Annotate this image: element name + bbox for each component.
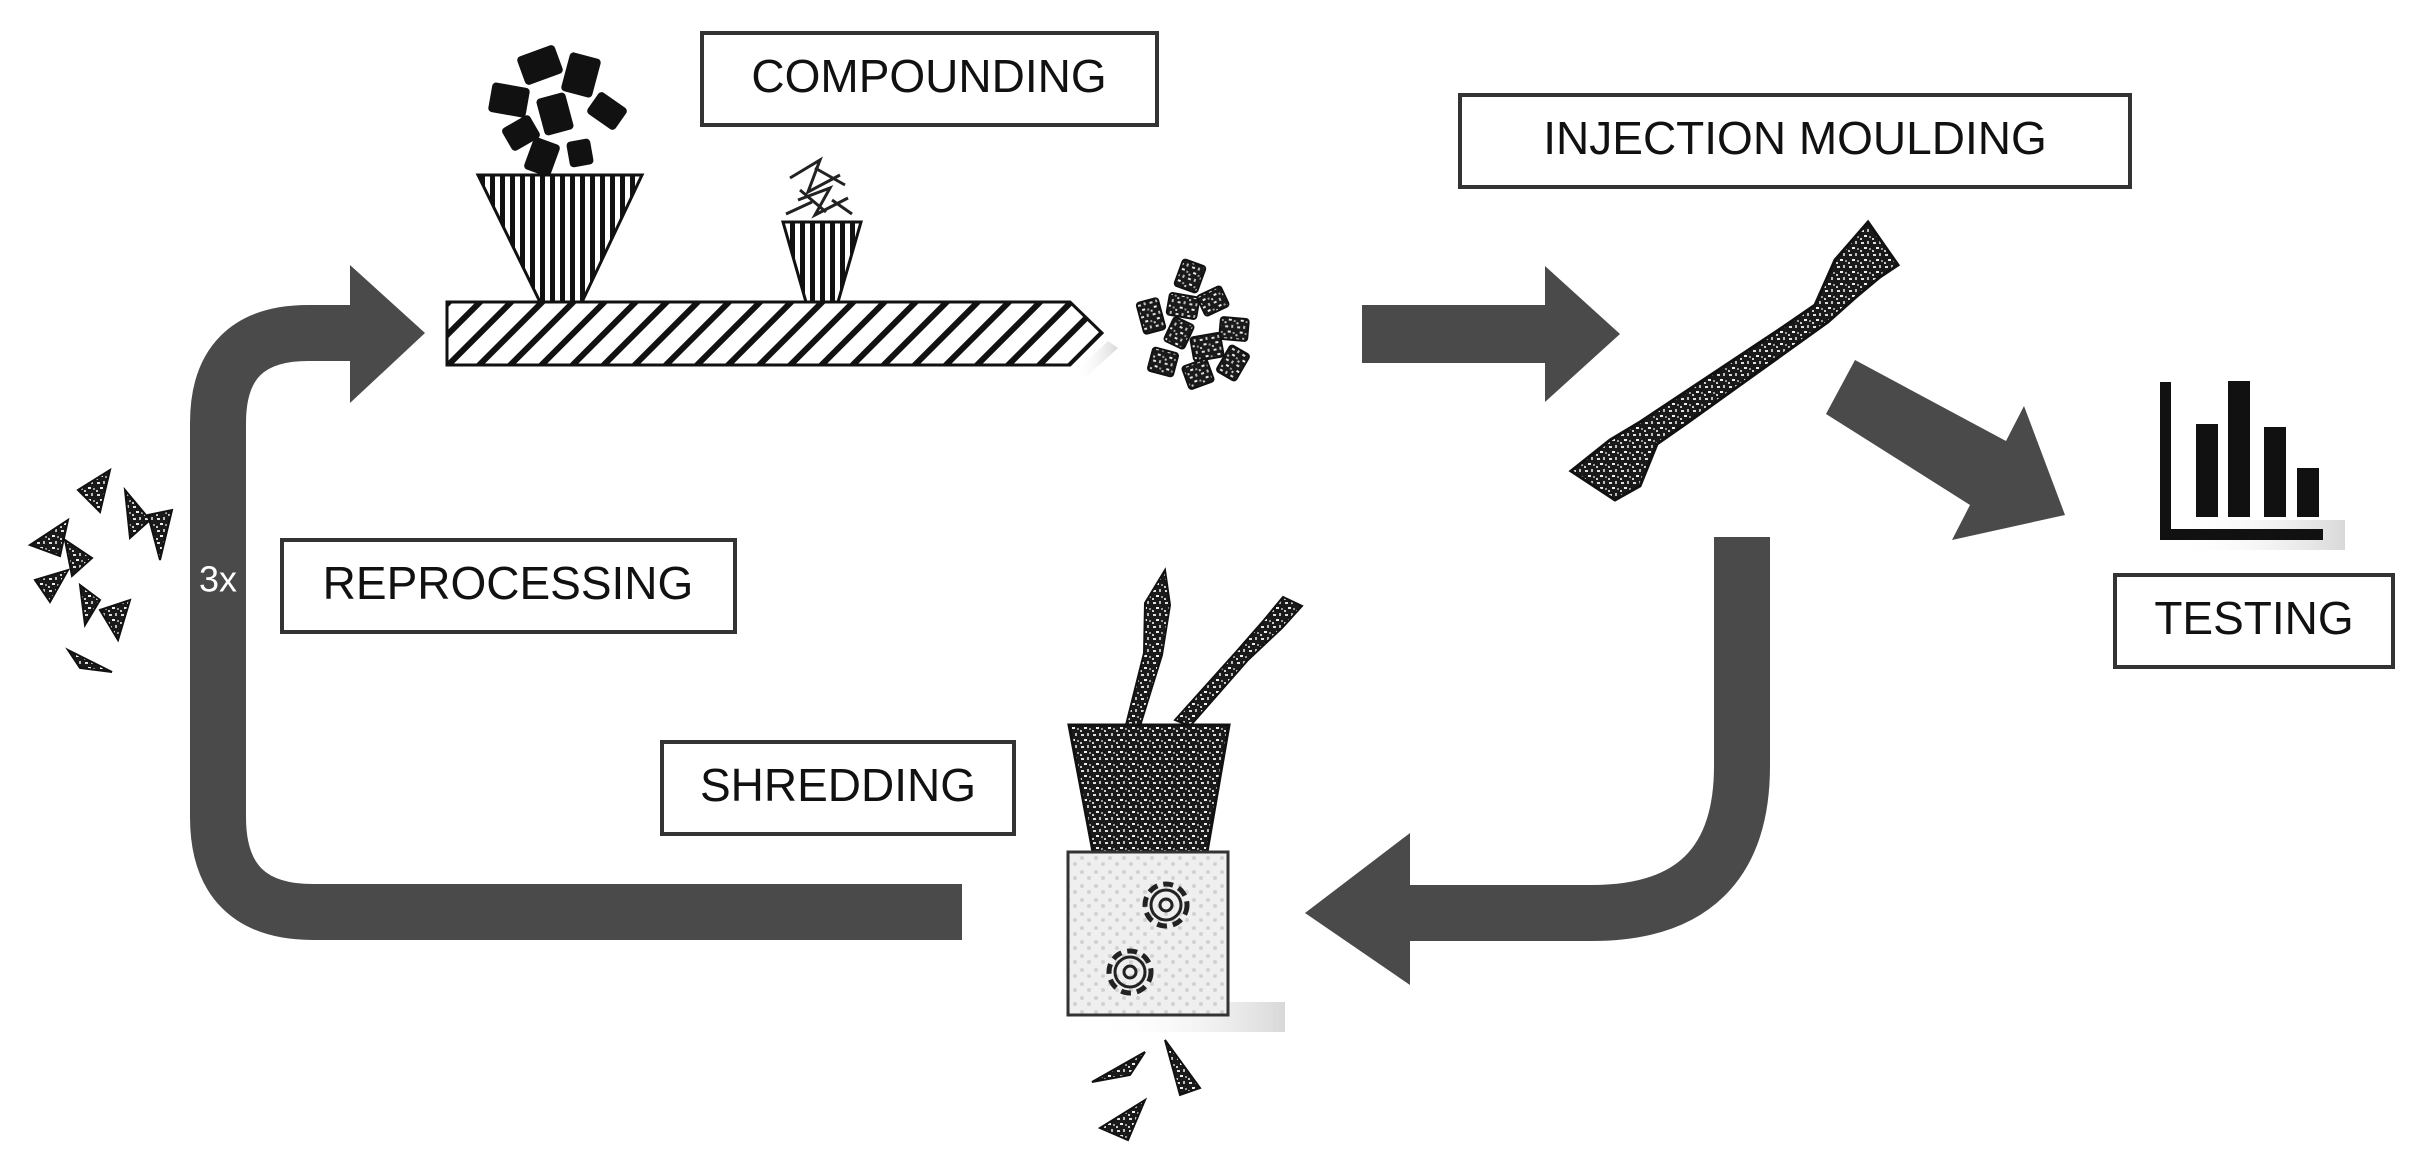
- bar-chart-icon: [2160, 381, 2345, 550]
- label-injection-moulding-text: INJECTION MOULDING: [1543, 112, 2046, 164]
- dogbone-specimen-icon: [1568, 219, 1901, 502]
- reprocessing-loop-arrow: [190, 265, 962, 940]
- label-reprocessing-text: REPROCESSING: [323, 557, 694, 609]
- gear-icon: [1106, 948, 1154, 996]
- label-testing: TESTING: [2113, 573, 2395, 669]
- granulate-icon: [1135, 258, 1250, 390]
- shredded-flakes-icon: [27, 467, 174, 673]
- shredder-input-specimens: [1124, 567, 1304, 728]
- label-compounding: COMPOUNDING: [700, 31, 1159, 127]
- arrow-to-testing: [1826, 360, 2065, 540]
- arrow-to-shredding: [1305, 537, 1770, 985]
- arrow-to-injection-moulding: [1362, 266, 1620, 402]
- label-injection-moulding: INJECTION MOULDING: [1458, 93, 2132, 189]
- label-compounding-text: COMPOUNDING: [751, 50, 1106, 102]
- gear-icon: [1142, 881, 1190, 929]
- shredded-flakes-icon: [1091, 1039, 1202, 1142]
- hopper-icon: [475, 173, 645, 304]
- fibre-feeder-icon: [781, 156, 863, 304]
- label-testing-text: TESTING: [2154, 592, 2353, 644]
- cycle-count-label: 3x: [199, 559, 237, 600]
- extruder-screw-icon: [445, 300, 1118, 378]
- shredder-icon: [1066, 723, 1285, 1032]
- label-reprocessing: REPROCESSING: [280, 538, 737, 634]
- label-shredding-text: SHREDDING: [700, 759, 976, 811]
- pellets-icon: [488, 45, 627, 177]
- label-shredding: SHREDDING: [660, 740, 1016, 836]
